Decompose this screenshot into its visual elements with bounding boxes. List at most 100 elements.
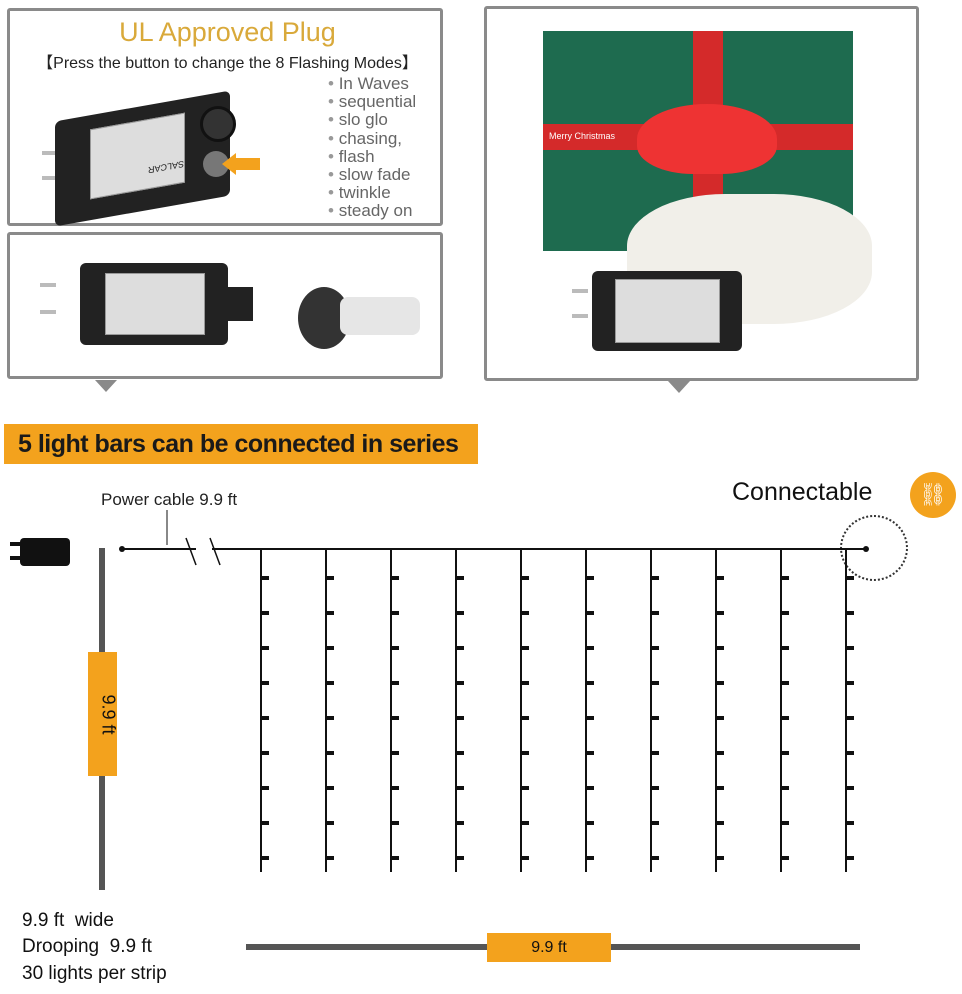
light-strand: [780, 549, 789, 872]
bulb: [846, 576, 854, 580]
bulb: [456, 576, 464, 580]
bulb: [586, 716, 594, 720]
drooping-text: Drooping: [22, 936, 100, 957]
bulb: [716, 611, 724, 615]
bulb: [456, 716, 464, 720]
bulb: [391, 681, 399, 685]
bulb: [846, 611, 854, 615]
bulb: [651, 751, 659, 755]
bulb: [586, 821, 594, 825]
bulb: [846, 751, 854, 755]
bulb: [716, 716, 724, 720]
bulb: [261, 576, 269, 580]
bulb: [326, 576, 334, 580]
flashing-modes-list: In Waves sequential slo glo chasing, fla…: [328, 74, 417, 221]
adapter-panel: [7, 232, 443, 379]
bulb: [521, 821, 529, 825]
bulb: [391, 646, 399, 650]
bulb: [521, 611, 529, 615]
bulb: [521, 751, 529, 755]
spec-drooping: Drooping 9.9 ft: [22, 936, 152, 958]
light-strand: [650, 549, 659, 872]
bulb: [846, 821, 854, 825]
bulb: [391, 611, 399, 615]
spec-lights: 30 lights per strip: [22, 963, 167, 984]
bulb: [586, 646, 594, 650]
power-cable-length: 9.9 ft: [199, 490, 238, 509]
bulb: [651, 576, 659, 580]
bulb: [391, 576, 399, 580]
bulb: [586, 856, 594, 860]
bulb: [716, 681, 724, 685]
plug-panel: UL Approved Plug 【Press the button to ch…: [7, 8, 443, 227]
bulb: [586, 681, 594, 685]
bulb: [391, 821, 399, 825]
bulb: [261, 821, 269, 825]
light-strand: [325, 549, 334, 872]
bulb: [716, 576, 724, 580]
link-icon: ⛓: [910, 472, 956, 518]
light-strand: [845, 549, 854, 872]
bulb: [456, 681, 464, 685]
series-banner: 5 light bars can be connected in series: [4, 424, 478, 464]
bulb: [651, 681, 659, 685]
mode-item: steady on: [328, 202, 416, 220]
bulb: [261, 646, 269, 650]
power-cable-label: Power cable 9.9 ft: [101, 490, 237, 510]
bulb: [456, 856, 464, 860]
bulb: [846, 681, 854, 685]
bulb: [781, 681, 789, 685]
bulb: [391, 856, 399, 860]
bulb: [846, 856, 854, 860]
bulb: [456, 611, 464, 615]
bulb: [391, 786, 399, 790]
light-strand: [260, 549, 269, 872]
height-label: 9.9 ft: [88, 652, 119, 776]
bulb: [261, 751, 269, 755]
gift-panel: Merry Christmas: [484, 6, 919, 381]
mode-item: flash: [328, 147, 416, 166]
bulb: [456, 821, 464, 825]
bulb: [586, 611, 594, 615]
light-strand: [520, 549, 529, 872]
arrow-icon: [222, 153, 236, 175]
height-value: 9.9 ft: [98, 694, 119, 735]
bulb: [846, 716, 854, 720]
light-strand: [455, 549, 464, 872]
bulb: [261, 611, 269, 615]
bulb: [716, 646, 724, 650]
bulb: [716, 786, 724, 790]
bulb: [586, 751, 594, 755]
bulb: [716, 856, 724, 860]
wide-text: wide: [74, 910, 114, 931]
mode-item: twinkle: [328, 184, 416, 202]
pointer-triangle: [668, 381, 690, 393]
bulb: [456, 751, 464, 755]
bulb: [326, 821, 334, 825]
bulb: [521, 681, 529, 685]
bulb: [846, 646, 854, 650]
bulb: [521, 646, 529, 650]
bulb: [781, 786, 789, 790]
mode-item: sequential: [328, 93, 417, 111]
bow: [637, 104, 777, 174]
mode-item: slo glo: [328, 111, 416, 129]
bulb: [781, 576, 789, 580]
bulb: [326, 646, 334, 650]
width-label: 9.9 ft: [487, 933, 611, 962]
bulb: [456, 786, 464, 790]
power-plug-icon: [20, 538, 70, 566]
bulb: [456, 646, 464, 650]
bulb: [326, 716, 334, 720]
mode-item: slow fade: [328, 165, 416, 184]
bulb: [326, 681, 334, 685]
bulb: [261, 681, 269, 685]
bulb: [261, 786, 269, 790]
mode-item: In Waves: [328, 74, 416, 93]
bulb: [781, 821, 789, 825]
bulb: [651, 821, 659, 825]
wide-value: 9.9 ft: [22, 910, 65, 931]
ribbon-text: Merry Christmas: [549, 131, 616, 141]
bulb: [651, 611, 659, 615]
bulb: [586, 786, 594, 790]
